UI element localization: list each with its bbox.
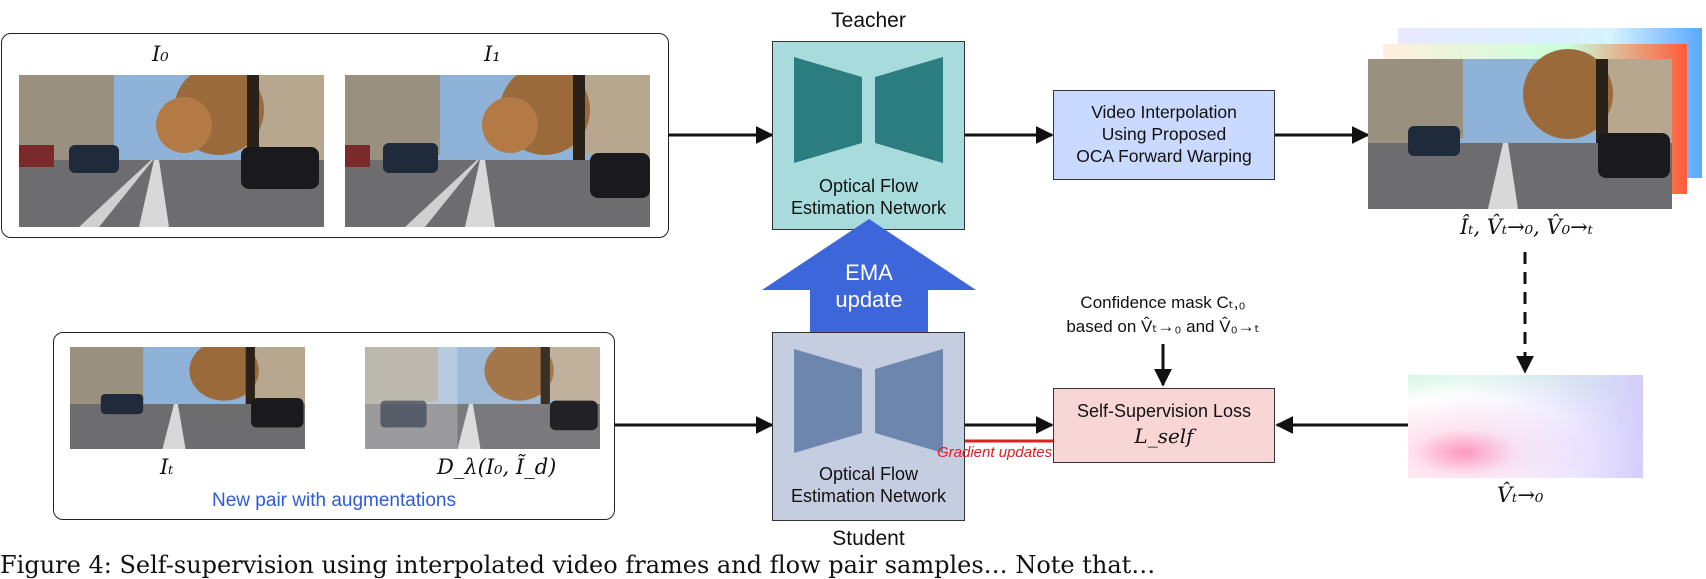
ema-update-label: EMA update (835, 260, 903, 312)
figure-caption: Figure 4: Self-supervision using interpo… (0, 551, 1156, 579)
optical-flow-image (1408, 375, 1643, 478)
confidence-mask-text: Confidence mask Cₜ,₀ based on V̂ₜ→₀ and … (1066, 293, 1260, 336)
label-i1: I₁ (484, 42, 501, 66)
teacher-title: Teacher (831, 9, 906, 32)
street-image-it (70, 347, 305, 449)
street-image-augmented (365, 347, 600, 449)
bottom-input-frame-pair (53, 332, 615, 520)
flow-label: V̂ₜ→₀ (1497, 483, 1544, 507)
label-i0: I₀ (152, 42, 169, 66)
student-title: Student (832, 527, 905, 550)
street-image-i1 (345, 75, 650, 227)
outputs-label: Îₜ, V̂ₜ→₀, V̂₀→ₜ (1460, 215, 1593, 239)
label-it: Iₜ (160, 455, 174, 479)
self-supervision-loss-box: Self-Supervision Loss L_self (1053, 388, 1275, 463)
ema-update-arrow (762, 219, 976, 347)
interpolated-outputs-stack (1368, 28, 1702, 209)
student-network-label: Optical Flow Estimation Network (790, 464, 947, 506)
teacher-encoder-decoder-icon (794, 57, 943, 163)
gradient-updates-label: Gradient updates (937, 444, 1053, 461)
teacher-network-label: Optical Flow Estimation Network (790, 176, 947, 218)
street-image-i0 (19, 75, 324, 227)
video-interpolation-box: Video Interpolation Using Proposed OCA F… (1053, 90, 1275, 180)
label-augmented-pair: D_λ(I₀, Ĩ_d) (437, 455, 557, 479)
top-input-frame-pair (1, 33, 669, 238)
augmentations-caption: New pair with augmentations (212, 490, 456, 511)
student-encoder-decoder-icon (794, 349, 943, 453)
